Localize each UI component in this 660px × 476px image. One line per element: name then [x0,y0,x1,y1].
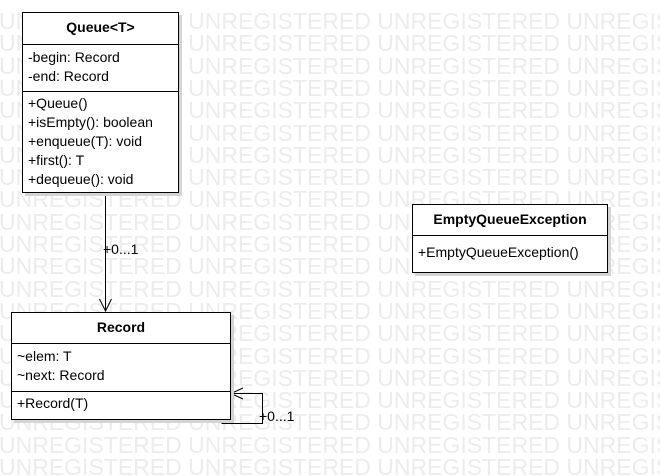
class-empty-queue-exception-name: EmptyQueueException [413,205,607,236]
operation-empty-queue-exception: +EmptyQueueException() [418,244,579,260]
attribute-end: -end: Record [28,68,109,84]
operation-queue: +Queue() [28,95,88,111]
class-queue-operations: +Queue() +isEmpty(): boolean +enqueue(T)… [23,92,178,192]
operation-first: +first(): T [28,152,85,168]
class-empty-queue-exception[interactable]: EmptyQueueException +EmptyQueueException… [412,204,608,273]
class-record-attributes: ~elem: T ~next: Record [12,344,230,392]
multiplicity-record-self: +0...1 [259,408,295,424]
queue-record-arrowhead [99,298,112,313]
attribute-elem: ~elem: T [17,348,72,364]
operation-isempty: +isEmpty(): boolean [28,114,153,130]
class-queue-attributes: -begin: Record -end: Record [23,45,178,92]
class-queue-name: Queue<T> [23,13,178,45]
class-empty-queue-exception-operations: +EmptyQueueException() [413,236,607,265]
multiplicity-queue-record: +0...1 [103,241,139,257]
class-record[interactable]: Record ~elem: T ~next: Record +Record(T) [11,312,231,420]
class-record-name: Record [12,313,230,344]
record-self-association-line [221,393,263,424]
operation-dequeue: +dequeue(): void [28,171,134,187]
class-record-operations: +Record(T) [12,392,230,416]
class-queue[interactable]: Queue<T> -begin: Record -end: Record +Qu… [22,12,179,193]
operation-enqueue: +enqueue(T): void [28,133,143,149]
attribute-begin: -begin: Record [28,49,120,65]
attribute-next: ~next: Record [17,367,105,383]
operation-record: +Record(T) [17,395,89,411]
record-self-arrowhead [229,387,244,400]
